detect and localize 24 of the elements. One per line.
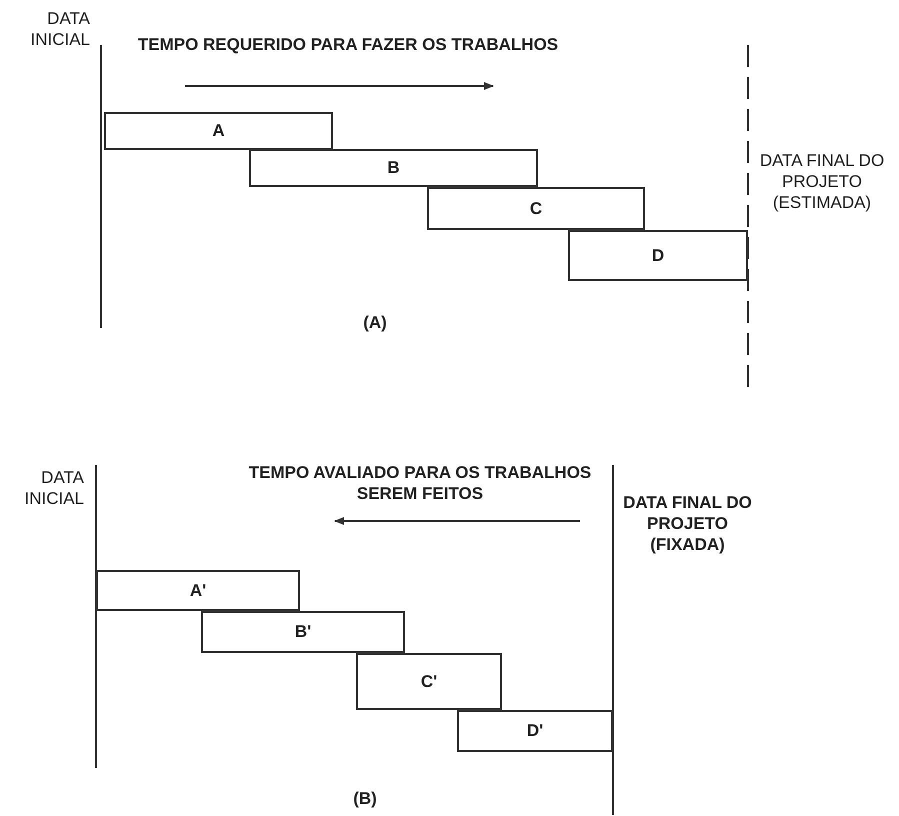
task-bar — [201, 611, 405, 653]
task-label: C' — [420, 672, 438, 692]
date-label: DATA FINAL DO PROJETO (FIXADA) — [622, 492, 753, 555]
panel-label: (A) — [362, 312, 388, 333]
date-label: DATA INICIAL — [23, 467, 84, 509]
panel-label: (B) — [352, 788, 378, 809]
heading: TEMPO REQUERIDO PARA FAZER OS TRABALHOS — [136, 34, 560, 55]
date-label: DATA FINAL DO PROJETO (ESTIMADA) — [758, 150, 886, 213]
task-label: B — [387, 158, 400, 178]
task-label: D' — [526, 721, 544, 741]
task-label: A' — [190, 580, 206, 600]
task-label: C — [530, 198, 542, 218]
heading: TEMPO AVALIADO PARA OS TRABALHOS SEREM FEITOS — [248, 462, 592, 504]
task-bar — [249, 149, 538, 187]
task-label: B' — [294, 622, 312, 642]
task-bar — [427, 187, 645, 230]
task-bar — [96, 570, 300, 611]
task-bar — [104, 112, 333, 150]
task-bar — [356, 653, 502, 710]
date-label: DATA INICIAL — [29, 8, 90, 50]
task-label: A — [212, 121, 225, 141]
task-label: D — [652, 246, 664, 266]
task-bar — [457, 710, 613, 752]
task-bar — [568, 230, 748, 281]
